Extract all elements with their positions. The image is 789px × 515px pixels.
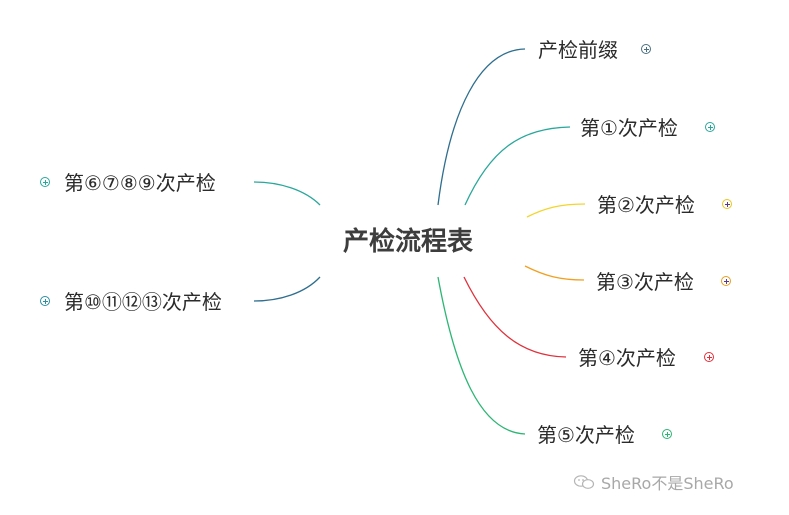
expand-icon[interactable]	[721, 276, 731, 286]
node-visit-2[interactable]: 第②次产检	[597, 193, 695, 217]
wechat-icon	[573, 475, 595, 489]
node-visits-10-13[interactable]: 第⑩⑪⑫⑬次产检	[64, 290, 222, 314]
expand-icon[interactable]	[705, 122, 715, 132]
node-visit-3[interactable]: 第③次产检	[596, 270, 694, 294]
connector-visits-10-13	[253, 276, 321, 302]
expand-icon[interactable]	[40, 296, 50, 306]
connector-visit-5	[437, 276, 526, 435]
node-visit-5[interactable]: 第⑤次产检	[537, 423, 635, 447]
connector-visit-1	[464, 126, 571, 206]
node-visit-1[interactable]: 第①次产检	[580, 116, 678, 140]
watermark: SheRo不是SheRo	[573, 470, 734, 494]
expand-icon[interactable]	[704, 352, 714, 362]
expand-icon[interactable]	[662, 429, 672, 439]
expand-icon[interactable]	[40, 177, 50, 187]
node-visit-4[interactable]: 第④次产检	[578, 346, 676, 370]
connector-prenatal-prefix	[437, 48, 526, 206]
connector-visits-6-9	[253, 181, 321, 206]
expand-icon[interactable]	[641, 44, 651, 54]
connector-visit-2	[526, 203, 586, 218]
watermark-text: SheRo不是SheRo	[601, 474, 734, 493]
connector-visit-3	[524, 265, 585, 281]
connector-visit-4	[463, 276, 567, 358]
expand-icon[interactable]	[722, 199, 732, 209]
root-node[interactable]: 产检流程表	[343, 227, 474, 257]
node-visits-6-9[interactable]: 第⑥⑦⑧⑨次产检	[64, 171, 216, 195]
node-prenatal-prefix[interactable]: 产检前缀	[538, 38, 618, 62]
